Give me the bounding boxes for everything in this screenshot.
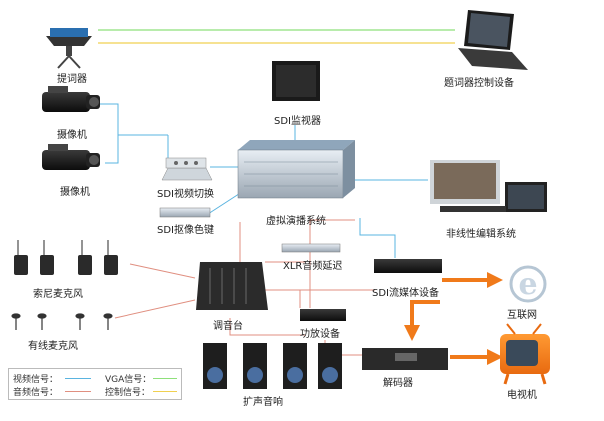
stream-device-icon (374, 259, 442, 273)
legend-vga-swatch (153, 378, 177, 379)
camera-label: 摄像机 (60, 187, 90, 198)
laptop-icon (458, 10, 528, 70)
xlr-delay-icon (281, 243, 341, 253)
nle-label: 非线性编辑系统 (446, 229, 516, 240)
ie-logo-icon: e (509, 265, 547, 303)
speakers-label: 扩声音响 (243, 397, 283, 408)
teleprompter-icon (46, 28, 92, 69)
svg-text:e: e (518, 267, 537, 302)
legend-video-label: 视频信号： (13, 375, 59, 385)
video-signal-lines (100, 103, 428, 258)
stream-label: SDI流媒体设备 (372, 288, 439, 299)
mixer-label: 调音台 (213, 321, 243, 332)
sdi-switcher-label: SDI视频切换 (157, 189, 214, 200)
legend-vga-label: VGA信号： (105, 375, 152, 385)
tv-icon (500, 323, 550, 385)
virtual-studio-label: 虚拟演播系统 (266, 216, 326, 227)
decoder-label: 解码器 (383, 378, 413, 389)
wired-mic-icons (11, 313, 113, 330)
legend-video-swatch (65, 378, 91, 379)
legend-audio-label: 音频信号： (13, 388, 59, 398)
prompter-control-label: 题词器控制设备 (444, 78, 514, 89)
legend-control-swatch (153, 391, 177, 392)
xlr-delay-label: XLR音频延迟 (283, 261, 343, 272)
nle-icon (430, 160, 547, 212)
audio-signal-lines (114, 219, 375, 356)
mixer-icon (196, 262, 268, 310)
virtual-studio-icon (237, 140, 355, 199)
decoder-icon (362, 348, 448, 370)
amplifier-icon (300, 309, 346, 321)
legend-control-label: 控制信号： (105, 388, 151, 398)
teleprompter-label: 提词器 (57, 74, 87, 85)
keyer-icon (159, 207, 211, 218)
flow-arrows (404, 272, 503, 365)
sdi-keyer-label: SDI抠像色键 (157, 225, 214, 236)
camera-label: 摄像机 (57, 130, 87, 141)
legend-audio-swatch (65, 391, 91, 392)
wireless-mic-icons (14, 240, 118, 275)
camera-icon (42, 86, 100, 112)
wired-mic-label: 有线麦克风 (28, 341, 78, 352)
sony-mic-label: 索尼麦克风 (33, 289, 83, 300)
tv-label: 电视机 (507, 390, 537, 401)
legend: 视频信号： VGA信号： 音频信号： 控制信号： (8, 368, 182, 400)
switcher-icon (161, 157, 213, 181)
amp-label: 功放设备 (300, 329, 340, 340)
sdi-monitor-label: SDI监视器 (274, 116, 321, 127)
internet-label: 互联网 (507, 310, 537, 321)
speaker-icons (203, 343, 342, 389)
camera-icon (42, 144, 100, 170)
monitor-icon (272, 61, 320, 101)
